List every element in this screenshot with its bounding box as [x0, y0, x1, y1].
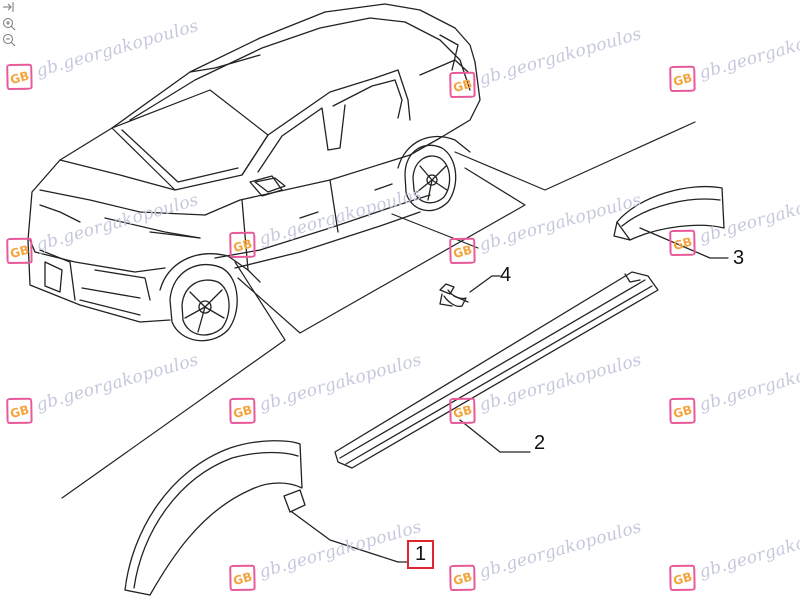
perspective-leader-lines [61, 121, 696, 499]
zoom-toolbar [2, 1, 20, 49]
callout-part-1-selected[interactable]: 1 [407, 540, 435, 569]
part-clip[interactable] [439, 275, 501, 308]
callout-part-4[interactable]: 4 [500, 264, 512, 286]
part-front-wheel-arch-trim[interactable] [124, 440, 409, 596]
callout-part-2[interactable]: 2 [534, 432, 546, 454]
fit-icon[interactable] [2, 1, 18, 15]
car-illustration [27, 3, 481, 342]
part-rear-wheel-arch-trim[interactable] [613, 185, 729, 259]
zoom-in-icon[interactable] [2, 17, 18, 31]
zoom-out-icon[interactable] [2, 33, 18, 47]
callout-part-3[interactable]: 3 [733, 247, 745, 269]
part-side-sill-moulding[interactable] [334, 271, 659, 469]
